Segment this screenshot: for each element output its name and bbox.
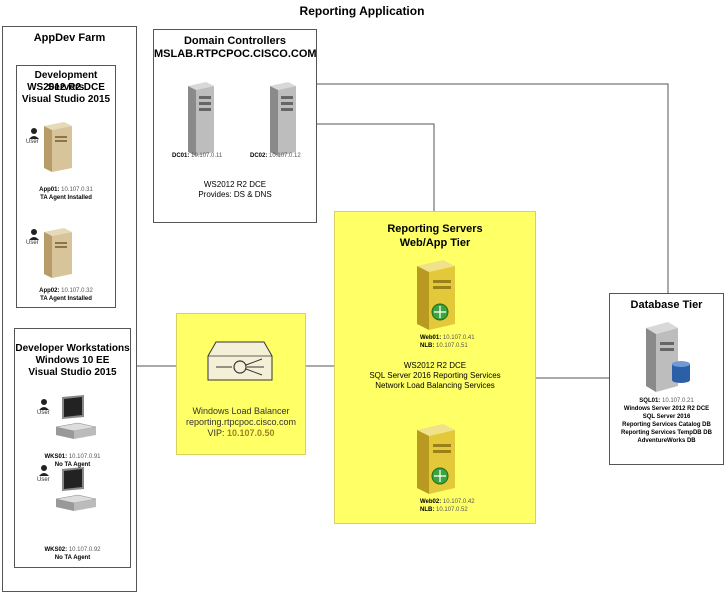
reporting-desc2: SQL Server 2016 Reporting Services bbox=[369, 371, 501, 380]
wks01-workstation-icon bbox=[54, 395, 98, 439]
db-d3: Reporting Services Catalog DB bbox=[622, 422, 711, 428]
wks01-user-label: User bbox=[37, 410, 50, 416]
sql01-label: SQL01: 10.107.0.21 bbox=[639, 398, 694, 404]
workstations-line2: Windows 10 EE bbox=[35, 355, 110, 366]
app01-user-label: User bbox=[26, 139, 39, 145]
dc02-server-icon bbox=[266, 82, 298, 156]
web02-nlb: NLB: 10.107.0.52 bbox=[420, 507, 468, 513]
dev-servers-line1: Development Servers bbox=[34, 70, 98, 93]
db-d4: Reporting Services TempDB DB bbox=[621, 430, 712, 436]
wks02-user-label: User bbox=[37, 477, 50, 483]
db-d2: SQL Server 2016 bbox=[642, 414, 691, 420]
user-icon bbox=[38, 397, 50, 410]
user-icon bbox=[28, 126, 40, 139]
dc-to-reporting-line bbox=[300, 123, 435, 211]
wks01-note: No TA Agent bbox=[54, 462, 91, 468]
domain-controllers-title: Domain Controllers bbox=[183, 35, 287, 47]
dev-servers-line3: Visual Studio 2015 bbox=[21, 94, 111, 105]
dc-os: WS2012 R2 DCE bbox=[203, 180, 267, 189]
web01-label: Web01: 10.107.0.41 bbox=[420, 335, 475, 341]
dc02-label: DC02: 10.107.0.12 bbox=[250, 153, 301, 159]
app02-note: TA Agent Installed bbox=[40, 296, 92, 302]
reporting-line2: Web/App Tier bbox=[399, 237, 471, 249]
domain-name: MSLAB.RTPCPOC.CISCO.COM bbox=[154, 48, 317, 60]
workstations-line1: Developer Workstations bbox=[15, 343, 130, 354]
app02-user-label: User bbox=[26, 240, 39, 246]
app02-label: App02: 10.107.0.32 bbox=[39, 288, 93, 294]
db-d5: AdventureWorks DB bbox=[637, 438, 696, 444]
wks01-label: WKS01: 10.107.0.91 bbox=[44, 454, 101, 460]
wks02-note: No TA Agent bbox=[54, 555, 91, 561]
wks02-label: WKS02: 10.107.0.92 bbox=[44, 547, 101, 553]
appdev-farm-title: AppDev Farm bbox=[33, 32, 106, 44]
database-tier-box: Database Tier SQL01: 10.107.0.21 Windows… bbox=[609, 293, 724, 465]
reporting-line1: Reporting Servers bbox=[387, 223, 483, 235]
lb-line1: Windows Load Balancer bbox=[192, 406, 290, 416]
reporting-desc1: WS2012 R2 DCE bbox=[403, 361, 467, 370]
page-title: Reporting Application bbox=[299, 4, 425, 18]
workstations-box: Developer Workstations Windows 10 EE Vis… bbox=[14, 328, 131, 568]
lb-vip: VIP: 10.107.0.50 bbox=[207, 428, 275, 438]
dc-to-db-line bbox=[300, 83, 669, 293]
web02-server-icon bbox=[411, 424, 461, 494]
app01-note: TA Agent Installed bbox=[40, 195, 92, 201]
dev-servers-line2: WS2012 R2 DCE bbox=[27, 82, 105, 93]
user-icon bbox=[28, 227, 40, 240]
dc01-label: DC01: 10.107.0.11 bbox=[172, 153, 223, 159]
wks02-workstation-icon bbox=[54, 467, 98, 511]
user-icon bbox=[38, 463, 50, 476]
load-balancer-icon bbox=[206, 336, 274, 386]
web02-label: Web02: 10.107.0.42 bbox=[420, 499, 475, 505]
dc-provides: Provides: DS & DNS bbox=[198, 190, 272, 199]
reporting-servers-box: Reporting Servers Web/App Tier Web01: 10… bbox=[334, 211, 536, 524]
dc01-server-icon bbox=[184, 82, 216, 156]
workstations-line3: Visual Studio 2015 bbox=[28, 367, 117, 378]
db-d1: Windows Server 2012 R2 DCE bbox=[623, 406, 710, 412]
web01-nlb: NLB: 10.107.0.51 bbox=[420, 343, 468, 349]
database-tier-title: Database Tier bbox=[630, 299, 703, 311]
app01-server-icon bbox=[40, 122, 74, 172]
web01-server-icon bbox=[411, 260, 461, 330]
sql01-server-icon bbox=[642, 322, 694, 392]
reporting-desc3: Network Load Balancing Services bbox=[375, 381, 495, 390]
app01-label: App01: 10.107.0.31 bbox=[39, 187, 93, 193]
domain-controllers-box: Domain Controllers MSLAB.RTPCPOC.CISCO.C… bbox=[153, 29, 317, 223]
lb-line2: reporting.rtpcpoc.cisco.com bbox=[185, 417, 297, 427]
app02-server-icon bbox=[40, 228, 74, 278]
load-balancer-box: Windows Load Balancer reporting.rtpcpoc.… bbox=[176, 313, 306, 455]
